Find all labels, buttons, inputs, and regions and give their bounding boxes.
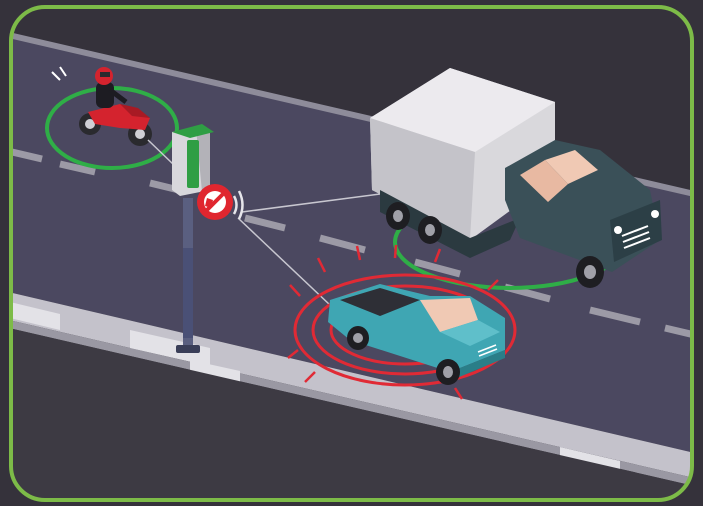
traffic-light-icon	[187, 140, 199, 188]
no-entry-sign-icon	[197, 184, 233, 220]
